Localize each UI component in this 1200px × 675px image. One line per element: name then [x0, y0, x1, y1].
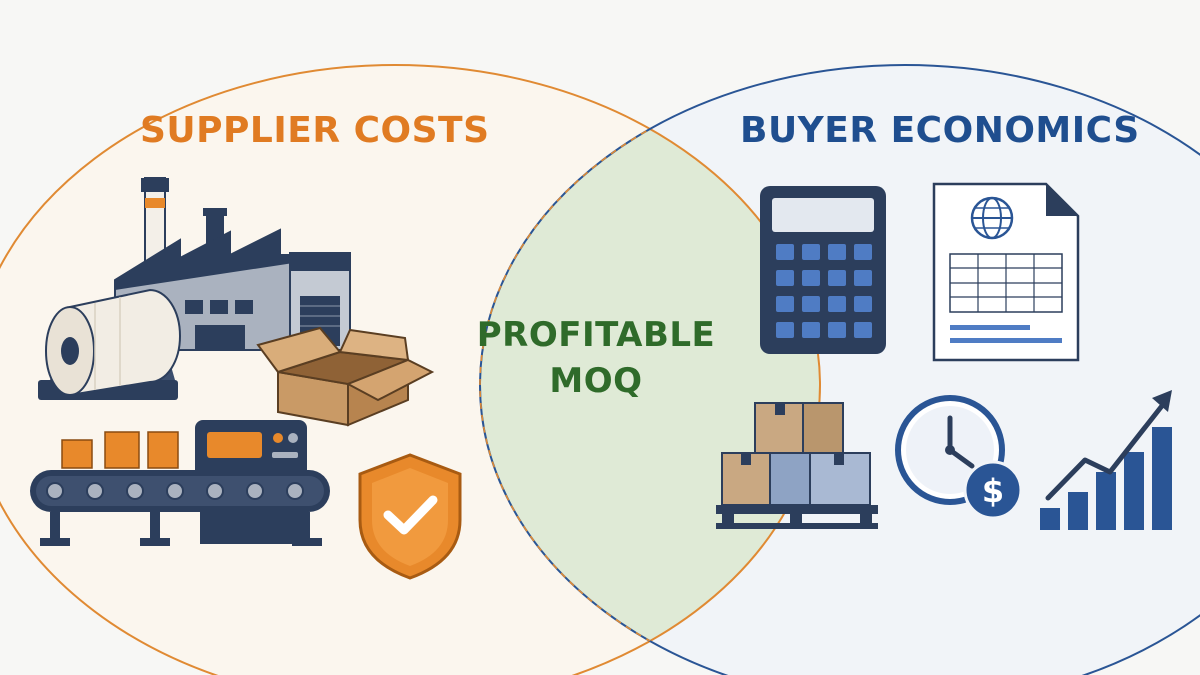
cardboard-box-icon: [256, 326, 435, 427]
conveyor-belt-icon: [30, 420, 330, 546]
invoice-document-icon: [932, 182, 1080, 362]
calculator-icon: [760, 186, 886, 354]
profitable-moq-label: PROFITABLE MOQ: [476, 312, 716, 404]
growth-chart-icon: [1040, 390, 1172, 530]
clock-dollar-icon: $: [895, 395, 1023, 520]
pallet-boxes-icon: [716, 402, 878, 529]
profitable-moq-line1: PROFITABLE: [476, 315, 716, 355]
profitable-moq-line2: MOQ: [549, 361, 643, 401]
material-roll-icon: [38, 288, 181, 400]
profitable-moq-intersection: [480, 65, 820, 675]
svg-text:$: $: [982, 472, 1004, 510]
buyer-economics-label: BUYER ECONOMICS: [740, 110, 1140, 151]
quality-shield-icon: [358, 453, 462, 580]
supplier-costs-label: SUPPLIER COSTS: [140, 110, 490, 151]
